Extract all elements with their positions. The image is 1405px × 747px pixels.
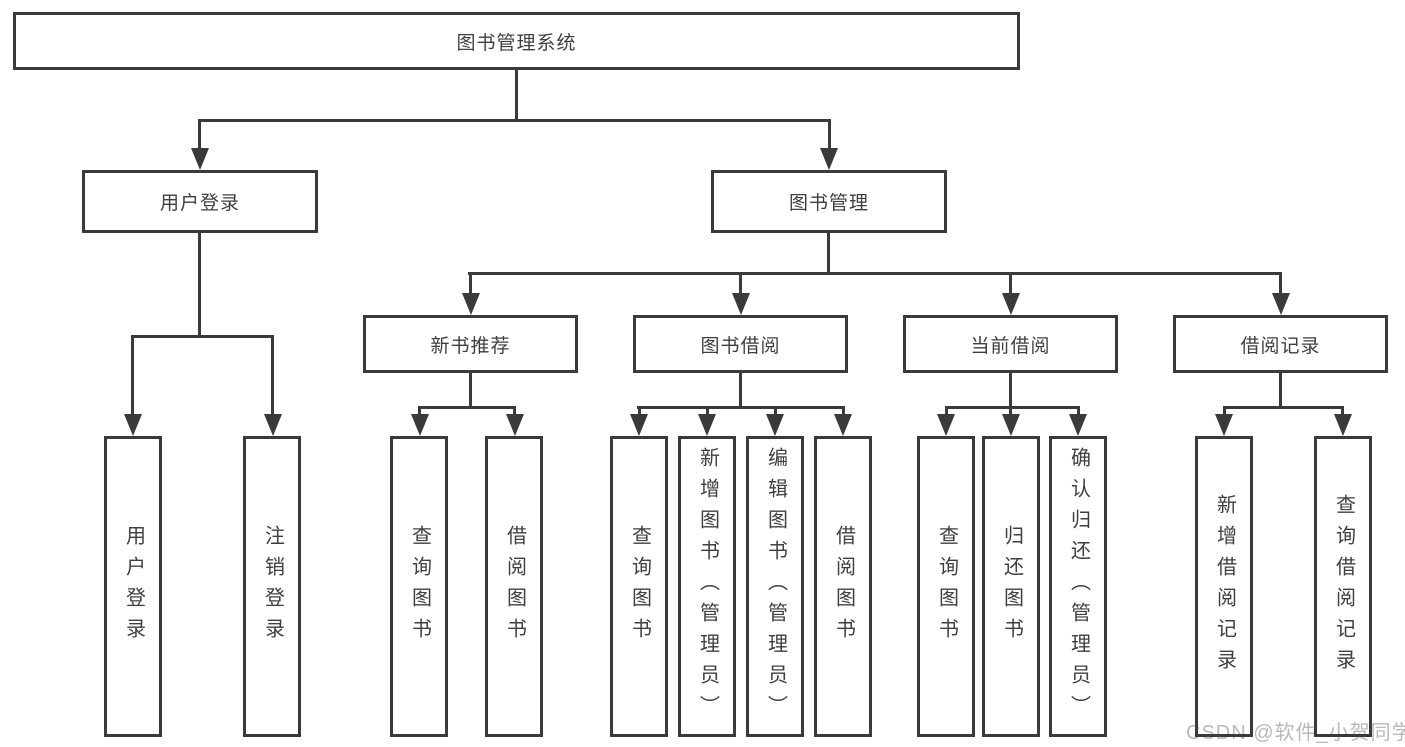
arrowhead-leaf [937,414,955,436]
arrowhead-leaf [506,414,524,436]
node-current-borrow: 当前借阅 [903,315,1118,373]
node-label: 图书管理系统 [456,32,577,54]
leaf-query-books: 查询图书 [610,436,668,737]
connector-current-borrow-stem [1009,373,1012,406]
connector-drop-user-login [198,119,201,150]
connector-drop-leaf [774,406,777,416]
leaf-label: 借阅图书 [503,524,526,649]
leaf-label: 归还图书 [1000,524,1023,649]
node-book-management: 图书管理 [711,170,947,233]
connector-new-book-hline [418,406,516,409]
connector-root-stem [515,70,518,119]
node-label: 图书管理 [788,193,869,214]
connector-root-hline [198,119,831,122]
connector-book-management-stem [827,233,830,272]
leaf-query-books: 查询图书 [917,436,975,737]
connector-drop-leaf [418,406,421,416]
leaf-add-borrow-record: 新增借阅记录 [1195,436,1253,737]
connector-drop-new-book [469,272,472,295]
leaf-label: 查询图书 [408,524,431,649]
leaf-label: 确认归还（管理员） [1067,447,1090,726]
connector-book-management-hline [468,272,1282,275]
leaf-borrow-books: 借阅图书 [814,436,872,737]
arrowhead-book-borrow [732,293,750,315]
connector-book-borrow-stem [739,373,742,406]
arrowhead-leaf [630,414,648,436]
leaf-label: 借阅图书 [832,524,855,649]
connector-current-borrow-hline [945,406,1079,409]
leaf-logout-login: 注销登录 [243,436,301,737]
arrowhead-new-book [462,293,480,315]
connector-user-login-stem [198,233,201,335]
arrowhead-leaf [834,414,852,436]
connector-drop-current-borrow [1009,272,1012,295]
arrowhead-book-management [820,148,838,170]
connector-drop-leaf [842,406,845,416]
connector-drop-leaf [1077,406,1080,416]
leaf-label: 注销登录 [261,524,284,649]
connector-drop-book-borrow [739,272,742,295]
arrowhead-leaf [1069,414,1087,436]
connector-drop-login [131,335,134,416]
connector-borrow-records-hline [1223,406,1344,409]
leaf-return-books: 归还图书 [982,436,1040,737]
node-label: 新书推荐 [430,335,511,357]
arrowhead-user-login [191,148,209,170]
connector-drop-book-management [828,119,831,150]
arrowhead-borrow-records [1272,293,1290,315]
arrowhead-leaf [1215,414,1233,436]
node-label: 用户登录 [159,193,240,214]
node-library-management-system: 图书管理系统 [13,12,1020,70]
connector-book-borrow-hline [637,406,845,409]
leaf-query-books: 查询图书 [390,436,448,737]
leaf-confirm-return-admin: 确认归还（管理员） [1049,436,1107,737]
arrowhead-leaf [411,414,429,436]
leaf-label: 新增图书（管理员） [696,447,719,726]
connector-drop-leaf [513,406,516,416]
leaf-edit-books-admin: 编辑图书（管理员） [746,436,804,737]
leaf-label: 查询图书 [935,524,958,649]
connector-drop-borrow-records [1279,272,1282,295]
connector-drop-leaf [706,406,709,416]
connector-drop-leaf [1223,406,1226,416]
connector-drop-logout [271,335,274,416]
leaf-label: 查询图书 [628,524,651,649]
node-borrow-records: 借阅记录 [1173,315,1388,373]
arrowhead-leaf [1002,414,1020,436]
arrowhead-current-borrow [1002,293,1020,315]
arrowhead-login [124,414,142,436]
leaf-user-login: 用户登录 [104,436,162,737]
leaf-label: 查询借阅记录 [1332,493,1355,680]
node-book-borrow: 图书借阅 [633,315,848,373]
connector-user-login-hline [131,335,274,338]
connector-borrow-records-stem [1279,373,1282,406]
leaf-query-borrow-record: 查询借阅记录 [1314,436,1372,737]
arrowhead-leaf [698,414,716,436]
connector-new-book-stem [469,373,472,406]
node-user-login: 用户登录 [82,170,318,233]
arrowhead-leaf [1334,414,1352,436]
leaf-label: 新增借阅记录 [1213,493,1236,680]
connector-drop-leaf [945,406,948,416]
leaf-label: 用户登录 [122,524,145,649]
connector-drop-leaf [638,406,641,416]
node-label: 当前借阅 [970,335,1051,357]
csdn-watermark: CSDN @软件_小贺同学 [1186,722,1405,744]
leaf-borrow-books: 借阅图书 [485,436,543,737]
node-new-book-recommend: 新书推荐 [363,315,578,373]
leaf-label: 编辑图书（管理员） [764,447,787,726]
leaf-add-books-admin: 新增图书（管理员） [678,436,736,737]
arrowhead-leaf [766,414,784,436]
arrowhead-logout [264,414,282,436]
node-label: 借阅记录 [1240,335,1321,357]
connector-drop-leaf [1341,406,1344,416]
connector-drop-leaf [1009,406,1012,416]
node-label: 图书借阅 [700,335,781,357]
